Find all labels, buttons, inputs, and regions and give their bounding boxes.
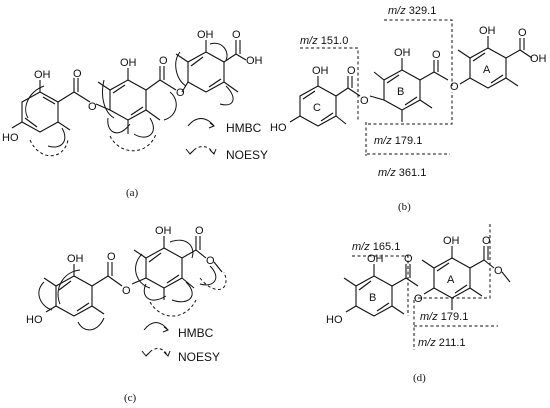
atom-o-b5: O <box>518 27 527 39</box>
atom-o-d2: O <box>414 293 423 305</box>
panel-c-structure: OH HO O O OH O O <box>26 225 227 331</box>
atom-ho-d1: HO <box>326 314 343 326</box>
atom-o-b1: O <box>347 65 356 77</box>
atom-o-b3: O <box>432 49 441 61</box>
ring-label-a: A <box>483 64 491 76</box>
panel-label-c: (c) <box>124 392 137 404</box>
mz-label-329: m/z 329.1 <box>388 5 436 17</box>
panel-b-fragments <box>300 19 453 156</box>
atom-oh-a2: OH <box>120 57 137 69</box>
panel-label-d: (d) <box>413 372 426 384</box>
legend-c: HMBC NOESY <box>141 322 220 364</box>
hmbc-arrow-icon-c <box>143 322 169 331</box>
atom-o-a2: O <box>88 101 97 113</box>
panel-d-structure: OH HO O O OH O O B A <box>326 235 511 326</box>
atom-oh-d1: OH <box>367 253 384 265</box>
atom-oh-b2: OH <box>394 47 411 59</box>
atom-o-c4: O <box>206 255 215 267</box>
atom-oh-a4: OH <box>246 55 263 67</box>
panel-b-structure: OH HO O O OH O O OH O OH C B A <box>270 25 547 134</box>
legend-hmbc-label-c: HMBC <box>178 326 214 340</box>
ring-label-b-d: B <box>369 292 376 304</box>
panel-a-structure: OH HO O O OH O O OH O OH <box>2 29 263 157</box>
atom-ho-a1: HO <box>2 132 19 144</box>
atom-o-d4: O <box>494 265 503 277</box>
atom-oh-c2: OH <box>155 225 172 237</box>
atom-o-a1: O <box>73 68 82 80</box>
atom-ho-b1: HO <box>270 122 287 134</box>
panel-label-b: (b) <box>398 201 411 213</box>
mz-label-361: m/z 361.1 <box>378 167 426 179</box>
atom-oh-c1: OH <box>67 253 84 265</box>
atom-oh-a3: OH <box>197 29 214 41</box>
atom-o-a4: O <box>176 87 185 99</box>
atom-o-c1: O <box>107 251 116 263</box>
legend-hmbc-label: HMBC <box>226 121 262 135</box>
atom-o-a5: O <box>232 29 241 41</box>
hmbc-arrow-icon <box>187 118 215 127</box>
legend-noesy-label: NOESY <box>226 148 268 162</box>
atom-oh-b1: OH <box>312 65 329 77</box>
legend-a: HMBC NOESY <box>185 118 268 162</box>
atom-o-b4: O <box>450 81 459 93</box>
mz-label-165: m/z 165.1 <box>352 241 400 253</box>
atom-oh-a1: OH <box>34 69 51 81</box>
atom-o-c3: O <box>195 225 204 237</box>
mz-label-151: m/z 151.0 <box>300 35 348 47</box>
panel-label-a: (a) <box>126 187 139 199</box>
mz-label-179-d: m/z 179.1 <box>420 311 468 323</box>
legend-noesy-label-c: NOESY <box>178 350 220 364</box>
atom-oh-d2: OH <box>443 235 460 247</box>
mz-label-211: m/z 211.1 <box>418 337 466 349</box>
mz-label-179-b: m/z 179.1 <box>374 135 422 147</box>
ring-label-b: B <box>397 86 404 98</box>
atom-o-a3: O <box>159 55 168 67</box>
atom-oh-b4: OH <box>530 53 547 65</box>
atom-o-b2: O <box>360 95 369 107</box>
panel-d-fragments <box>352 224 498 350</box>
atom-ho-c1: HO <box>26 314 43 326</box>
atom-o-c2: O <box>122 285 131 297</box>
atom-o-d3: O <box>482 235 491 247</box>
atom-oh-b3: OH <box>479 25 496 37</box>
ring-label-c: C <box>313 102 321 114</box>
ring-label-a-d: A <box>447 274 455 286</box>
atom-o-d1: O <box>404 253 413 265</box>
